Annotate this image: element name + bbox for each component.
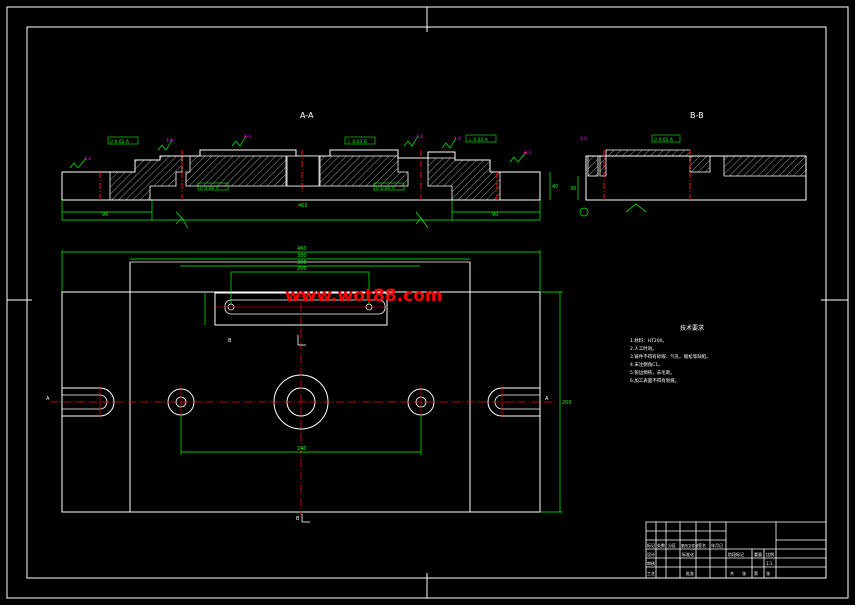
roughness-3: 6.3 — [244, 134, 251, 140]
tb-r1-c1: 标记 — [647, 542, 655, 548]
tol-frame-3: ⊥ 0.02 A — [468, 137, 489, 143]
tb-r1-c6: 年月日 — [711, 542, 723, 548]
tech-req-4: 4.未注倒角C1。 — [630, 361, 663, 368]
dim-a-length: 460 — [298, 203, 308, 209]
tol-frame-4: // 0.02 A — [200, 185, 220, 191]
tol-frame-b: // 0.01 A — [654, 137, 674, 143]
tol-frame-2: ⊥ 0.03 B — [347, 139, 367, 145]
dim-height-right: 200 — [562, 400, 572, 406]
hatch-middle — [185, 155, 409, 187]
tb-r1-c2: 处数 — [657, 542, 665, 548]
dim-b-height: 30 — [570, 186, 576, 192]
plan-view: 460 380 300 200 240 200 A A B B — [46, 246, 572, 523]
section-a-view: 90 90 460 40 // 0.02 A ⊥ 0.03 B ⊥ 0.02 A… — [61, 134, 558, 229]
tb-sheet-3: 第 — [754, 570, 758, 576]
tb-r4-c3: 批准 — [686, 570, 694, 576]
tb-weight-header: 重量 — [754, 551, 762, 557]
tech-req-6: 6.加工表面不得有划痕。 — [630, 377, 679, 384]
tb-sheet-1: 共 — [730, 570, 734, 576]
tb-sheet-2: 张 — [742, 570, 746, 576]
tech-requirements: 技术要求 1.材料：HT200。 2.人工时效。 3.铸件不得有砂眼、气孔、缩松… — [630, 324, 711, 384]
dim-top-overall: 460 — [297, 246, 307, 252]
dim-a-height: 40 — [552, 184, 558, 190]
dim-top-inner-2: 300 — [297, 260, 307, 266]
tb-r4-c1: 工艺 — [647, 571, 655, 576]
center-pocket — [286, 155, 320, 187]
tol-frame-1: // 0.02 A — [110, 139, 130, 145]
tb-r2-c3: 标准化 — [682, 551, 694, 557]
dim-slot-width: 200 — [297, 266, 307, 272]
tb-scale-header: 比例 — [766, 551, 774, 557]
dim-holes-spacing: 240 — [297, 446, 307, 452]
section-a-label: A-A — [300, 111, 314, 120]
tb-r3-c1: 审核 — [647, 560, 655, 566]
tech-req-1: 1.材料：HT200。 — [630, 337, 667, 344]
dim-a-right: 90 — [492, 212, 498, 218]
hatch-left — [109, 155, 183, 201]
section-b-view: 30 // 0.01 A 1.6 — [570, 134, 807, 217]
hatch-right — [427, 157, 501, 201]
dim-top-inner-1: 380 — [297, 253, 307, 259]
tech-req-5: 5.锐边倒钝，去毛刺。 — [630, 369, 675, 376]
tb-r1-c3: 分区 — [668, 542, 676, 548]
tb-stage-header: 阶段标记 — [728, 551, 744, 557]
tech-req-3: 3.铸件不得有砂眼、气孔、缩松等缺陷。 — [630, 353, 711, 360]
tb-sheet-4: 张 — [766, 570, 770, 576]
tech-req-2: 2.人工时效。 — [630, 345, 657, 352]
tb-r1-c4: 更改文件号 — [681, 543, 699, 548]
roughness-4: 3.2 — [416, 134, 423, 140]
roughness-6: 6.3 — [524, 150, 531, 156]
tb-r1-c5: 签名 — [698, 542, 706, 548]
tb-r2-c1: 设计 — [647, 551, 655, 557]
roughness-1: 3.2 — [84, 156, 91, 162]
roughness-b: 1.6 — [580, 136, 587, 142]
section-mark-a-right: A — [545, 396, 549, 402]
section-b-label: B-B — [690, 111, 704, 120]
section-mark-a-left: A — [46, 396, 50, 402]
title-block-text: 标记 处数 分区 更改文件号 签名 年月日 设计 标准化 审核 工艺 批准 阶段… — [647, 542, 774, 576]
tb-scale-value: 1:1 — [766, 561, 773, 566]
tech-req-title: 技术要求 — [680, 324, 704, 332]
roughness-2: 1.6 — [166, 138, 173, 144]
watermark: www.wot88.com — [285, 286, 443, 306]
title-block — [645, 521, 827, 579]
section-mark-b-bottom: B — [296, 516, 300, 522]
dim-a-left: 90 — [102, 212, 108, 218]
section-mark-b-top: B — [228, 338, 232, 344]
roughness-5: 1.6 — [454, 136, 461, 142]
tol-frame-5: // 0.01 A — [376, 185, 396, 191]
